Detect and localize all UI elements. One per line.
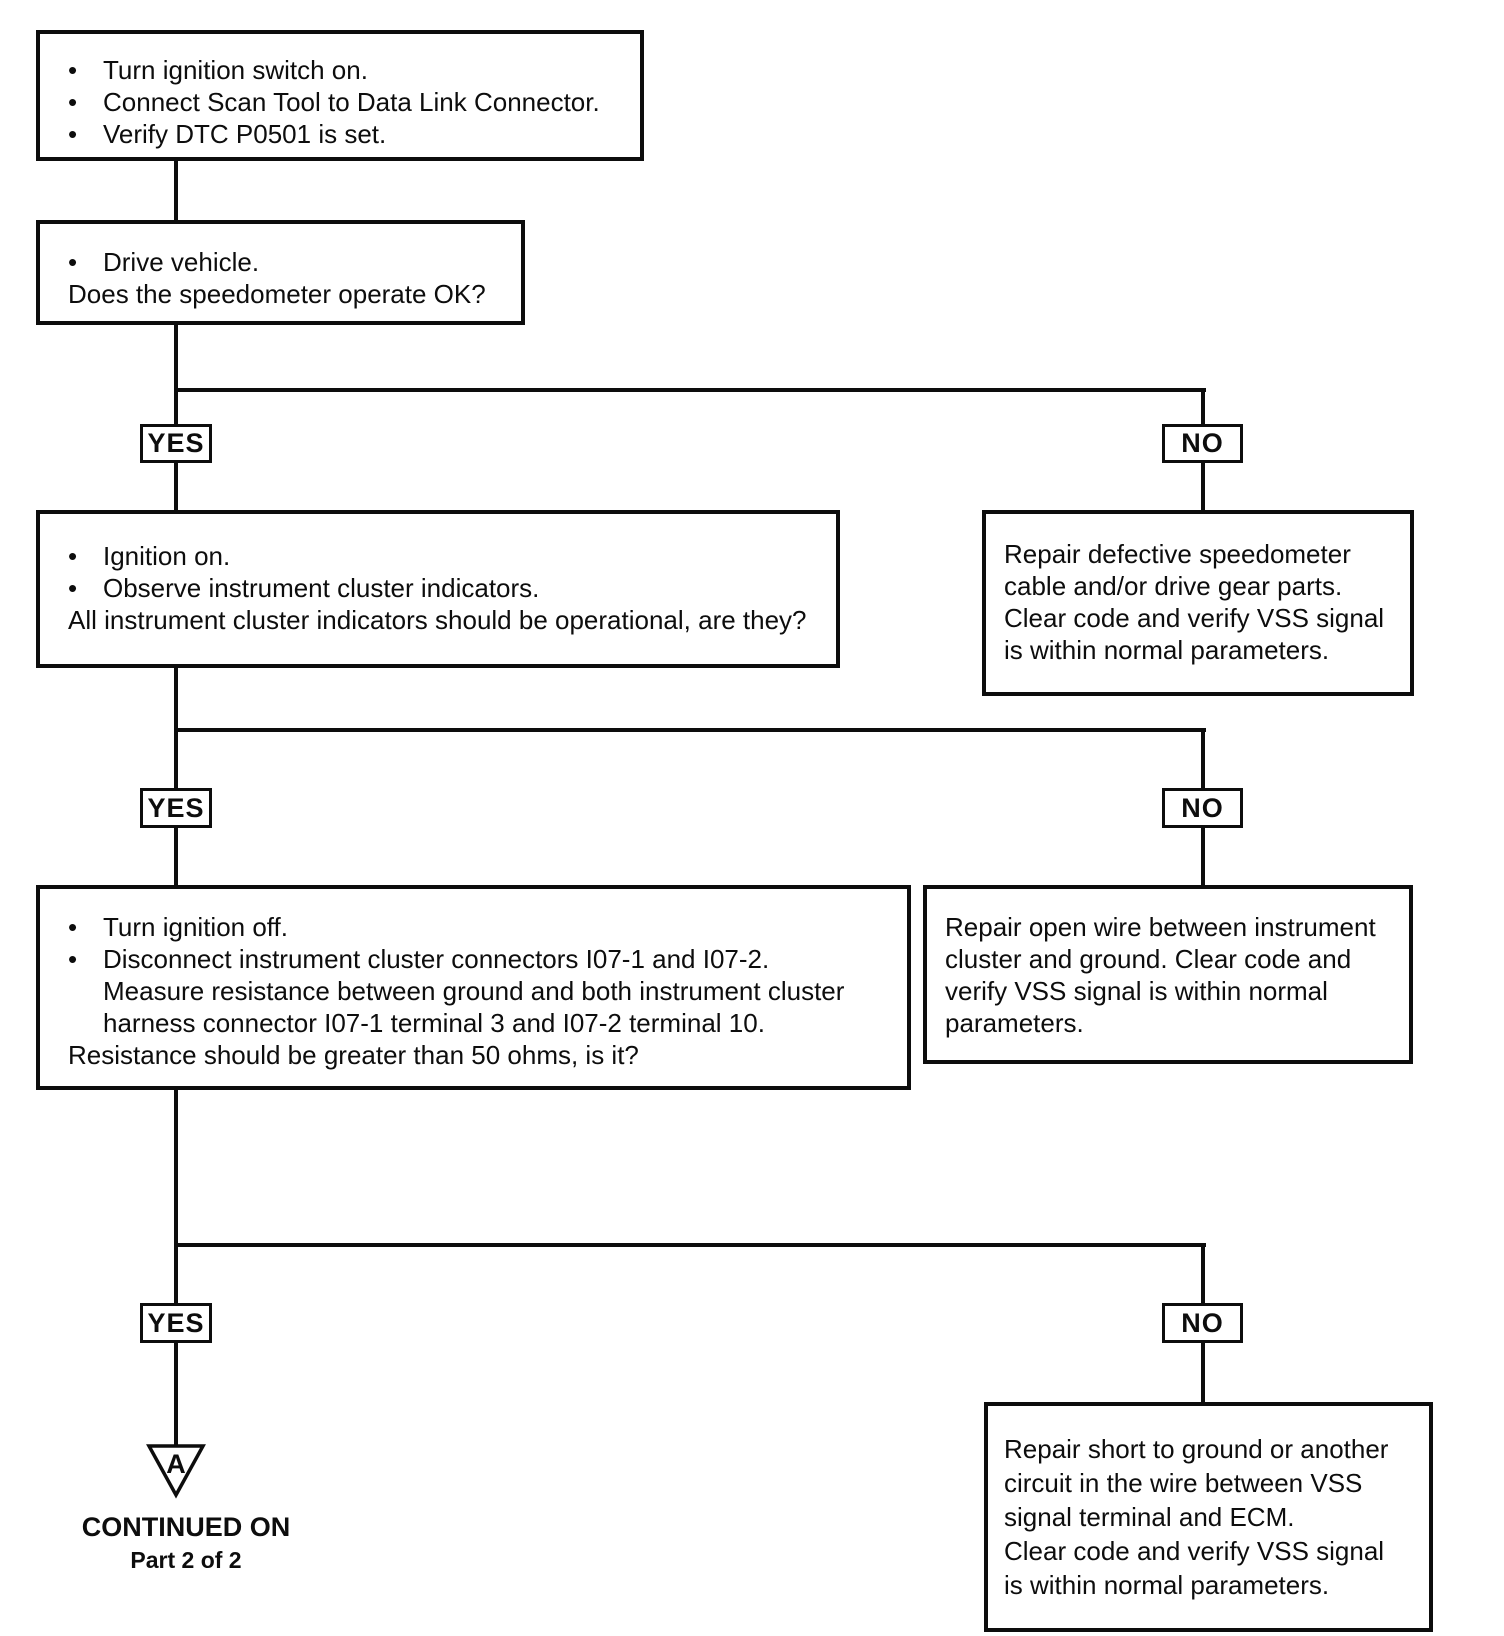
branch2-no-drop [1201,728,1205,790]
yes-label-text: YES [147,1307,205,1338]
step-cluster-line-2: Observe instrument cluster indicators. [103,573,540,603]
action-repair-short-box: Repair short to ground or another circui… [984,1402,1433,1632]
branch3-horizontal [174,1243,1206,1247]
step-resistance-line-1: Turn ignition off. [103,912,288,942]
continuation-a-triangle-icon: A [146,1444,206,1499]
no-label-2: NO [1162,788,1243,828]
action-repair-open-wire-box: Repair open wire between instrument clus… [923,885,1413,1064]
step-cluster-line-1: Ignition on. [103,541,231,571]
list-item: • Observe instrument cluster indicators. [68,572,826,604]
repair-open-wire-line-4: parameters. [945,1008,1084,1038]
branch1-no-drop [1201,388,1205,426]
bullet-icon: • [68,55,78,85]
repair-speedometer-line-3: Clear code and verify VSS signal [1004,603,1385,633]
branch3-no-drop [1201,1243,1205,1307]
connector-drive-to-yes1 [174,323,178,426]
step-start-line-3: Verify DTC P0501 is set. [103,119,387,149]
repair-short-line-5: is within normal parameters. [1004,1570,1330,1600]
list-item: • Turn ignition off. [68,911,897,943]
list-item: • Verify DTC P0501 is set. [68,118,630,150]
connector-start-to-drive [174,159,178,222]
list-item: • Connect Scan Tool to Data Link Connect… [68,86,630,118]
repair-short-line-4: Clear code and verify VSS signal [1004,1536,1385,1566]
step-start-line-1: Turn ignition switch on. [103,55,368,85]
step-start-line-2: Connect Scan Tool to Data Link Connector… [103,87,600,117]
branch1-horizontal [174,388,1206,392]
yes-label-1: YES [140,424,212,463]
bullet-icon: • [68,573,78,603]
repair-short-line-2: circuit in the wire between VSS [1004,1468,1363,1498]
action-repair-speedometer-box: Repair defective speedometer cable and/o… [982,510,1414,696]
step-resistance-question: Resistance should be greater than 50 ohm… [68,1040,639,1070]
connector-yes3-to-triangle [174,1343,178,1446]
repair-open-wire-line-3: verify VSS signal is within normal [945,976,1328,1006]
bullet-icon: • [68,912,78,942]
connector-no1-to-repair1 [1201,462,1205,512]
yes-label-3: YES [140,1303,212,1343]
bullet-icon: • [68,119,78,149]
list-item: • Ignition on. [68,540,826,572]
step-drive-line-1: Drive vehicle. [103,247,260,277]
yes-label-text: YES [147,792,205,823]
repair-open-wire-line-1: Repair open wire between instrument [945,912,1376,942]
connector-no2-to-repair2 [1201,828,1205,885]
bullet-icon: • [68,541,78,571]
bullet-icon: • [68,87,78,117]
repair-speedometer-line-4: is within normal parameters. [1004,635,1330,665]
no-label-text: NO [1181,428,1224,458]
connector-yes1-to-cluster [174,462,178,512]
continuation-a-letter: A [166,1449,186,1479]
step-cluster-question: All instrument cluster indicators should… [68,605,807,635]
connector-no3-to-repair3 [1201,1343,1205,1402]
step-resistance-line-2: Disconnect instrument cluster connectors… [103,944,770,974]
step-drive-question: Does the speedometer operate OK? [68,279,486,309]
connector-resistance-to-yes3 [174,1090,178,1307]
yes-label-text: YES [147,428,205,458]
step-resistance-check-box: • Turn ignition off. • Disconnect instru… [36,885,911,1090]
continued-part-caption: Part 2 of 2 [130,1547,242,1573]
repair-speedometer-line-1: Repair defective speedometer [1004,539,1351,569]
no-label-3: NO [1162,1303,1243,1343]
yes-label-2: YES [140,788,212,828]
branch2-horizontal [174,728,1206,732]
list-item: • Disconnect instrument cluster connecto… [68,943,897,975]
step-start-box: • Turn ignition switch on. • Connect Sca… [36,30,644,161]
bullet-icon: • [68,944,78,974]
repair-speedometer-line-2: cable and/or drive gear parts. [1004,571,1343,601]
list-item: • Turn ignition switch on. [68,54,630,86]
repair-short-line-1: Repair short to ground or another [1004,1434,1389,1464]
repair-short-line-3: signal terminal and ECM. [1004,1502,1295,1532]
bullet-icon: • [68,247,78,277]
no-label-1: NO [1162,424,1243,463]
step-resistance-line-3: Measure resistance between ground and bo… [103,976,845,1006]
step-drive-box: • Drive vehicle. Does the speedometer op… [36,220,525,325]
list-item: • Drive vehicle. [68,246,511,278]
step-cluster-check-box: • Ignition on. • Observe instrument clus… [36,510,840,668]
repair-open-wire-line-2: cluster and ground. Clear code and [945,944,1352,974]
step-resistance-line-4: harness connector I07-1 terminal 3 and I… [103,1008,765,1038]
continued-on-caption: CONTINUED ON [81,1512,291,1542]
connector-yes2-to-resistance [174,828,178,885]
no-label-text: NO [1181,1307,1224,1338]
no-label-text: NO [1181,792,1224,823]
